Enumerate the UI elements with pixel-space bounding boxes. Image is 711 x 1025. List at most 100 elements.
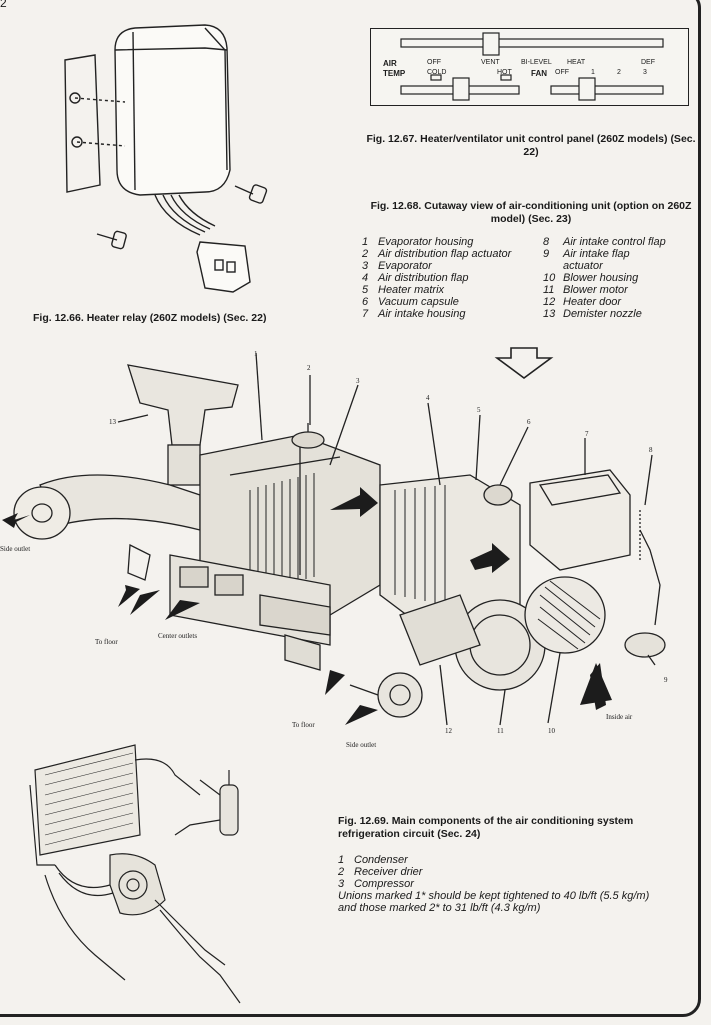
temp-label: TEMP [383,69,406,78]
heater-relay-illustration [64,24,268,293]
center-outlets-label: Center outlets [158,632,198,640]
control-panel-sliders [400,32,664,101]
legend-number [543,260,563,272]
down-arrow-icon [494,347,554,379]
callout-11: 11 [497,727,504,735]
control-panel-diagram: AIR TEMP FAN OFF VENT BI-LEVEL HEAT DEF … [370,28,689,106]
legend-item: 1 Evaporator housing [362,236,542,248]
legend-number: 3 [338,878,345,890]
legend-number: 2 [338,866,345,878]
legend-text: Air intake housing [378,308,466,320]
legend-item: 10 Blower housing [543,272,703,284]
fig-69-legend: 1 Condenser 2 Receiver drier 3 Compressor U… [338,854,678,914]
legend-text: Heater matrix [378,284,445,296]
legend-item: 3 Evaporator [362,260,542,272]
legend-number: 13 [543,308,556,320]
fan-label: FAN [531,69,547,78]
legend-number: 2 [362,248,369,260]
legend-number: 6 [362,296,369,308]
callout-4: 4 [426,394,430,402]
callout-6: 6 [527,418,531,426]
legend-number: 8 [543,236,550,248]
legend-text: Condenser [354,854,408,866]
legend-number: 1 [338,854,345,866]
fig-66-caption: Fig. 12.66. Heater relay (260Z models) (… [33,312,267,324]
legend-item: 4 Air distribution flap [362,272,542,284]
legend-text: Compressor [354,878,414,890]
refrigeration-circuit-illustration [29,744,241,1004]
legend-text: Blower motor [563,284,628,296]
callout-7: 7 [585,430,589,438]
legend-item: 2 Air distribution flap actuator [362,248,542,260]
page-border [0,0,701,1017]
legend-item: 6 Vacuum capsule [362,296,542,308]
legend-number: 5 [362,284,369,296]
fig-68-caption: Fig. 12.68. Cutaway view of air-conditio… [370,200,692,225]
fan-off-label: OFF [555,69,569,76]
legend-number: 9 [543,248,550,260]
legend-number: 1 [362,236,369,248]
legend-item: 8 Air intake control flap [543,236,703,248]
legend-text: Evaporator housing [378,236,474,248]
fig-69-note: Unions marked 1* should be kept tightene… [338,890,650,914]
legend-item: 7 Air intake housing [362,308,542,320]
callout-5: 5 [477,406,481,414]
legend-item: 3 Compressor [338,878,678,890]
legend-text: Air distribution flap [378,272,469,284]
legend-text: Evaporator [378,260,432,272]
air-label: AIR [383,59,397,68]
legend-text: Air distribution flap actuator [378,248,512,260]
fig-67-caption: Fig. 12.67. Heater/ventilator unit contr… [366,133,696,158]
legend-text: Vacuum capsule [378,296,459,308]
page-number: 2 [0,0,7,10]
to-floor-right-label: To floor [292,721,315,729]
air-bilevel-label: BI-LEVEL [521,59,552,66]
legend-number: 3 [362,260,369,272]
legend-item: 2 Receiver drier [338,866,678,878]
fig-68-legend-right: 8 Air intake control flap 9 Air intake fla… [543,236,703,320]
air-heat-label: HEAT [567,59,586,66]
callout-8: 8 [649,446,653,454]
legend-item: 9 Air intake flap [543,248,703,260]
legend-text: Air intake flap [563,248,630,260]
legend-item: 13 Demister nozzle [543,308,703,320]
legend-item: 5 Heater matrix [362,284,542,296]
legend-number: 7 [362,308,369,320]
legend-text: Receiver drier [354,866,423,878]
fan-1-label: 1 [591,69,595,76]
legend-text: Blower housing [563,272,639,284]
legend-number: 4 [362,272,369,284]
legend-text: Heater door [563,296,622,308]
fig-69-caption: Fig. 12.69. Main components of the air c… [338,815,634,840]
legend-text: Demister nozzle [563,308,642,320]
callout-9: 9 [664,676,668,684]
legend-number: 11 [543,284,555,296]
side-outlet-bottom-label: Side outlet [346,741,377,749]
legend-text: Air intake control flap [563,236,666,248]
side-outlet-left-label: Side outlet [0,545,31,553]
legend-number: 12 [543,296,556,308]
temp-hot-label: HOT [497,69,512,76]
fan-3-label: 3 [643,69,647,76]
temp-cold-label: COLD [427,69,447,76]
callout-12: 12 [445,727,452,735]
inside-air-label: Inside air [606,713,633,721]
legend-item: actuator [543,260,703,272]
legend-item: 11 Blower motor [543,284,703,296]
legend-text: actuator [563,260,603,272]
fan-2-label: 2 [617,69,621,76]
callout-1: 1 [254,350,258,358]
legend-item: 1 Condenser [338,854,678,866]
callout-10: 10 [548,727,555,735]
legend-number: 10 [543,272,556,284]
callout-13: 13 [109,418,116,426]
air-vent-label: VENT [481,59,500,66]
callout-2: 2 [307,364,311,372]
air-off-label: OFF [427,59,441,66]
ac-unit-cutaway-illustration [2,352,666,726]
to-floor-left-label: To floor [95,638,118,646]
legend-item: 12 Heater door [543,296,703,308]
air-def-label: DEF [641,59,655,66]
callout-3: 3 [356,377,360,385]
